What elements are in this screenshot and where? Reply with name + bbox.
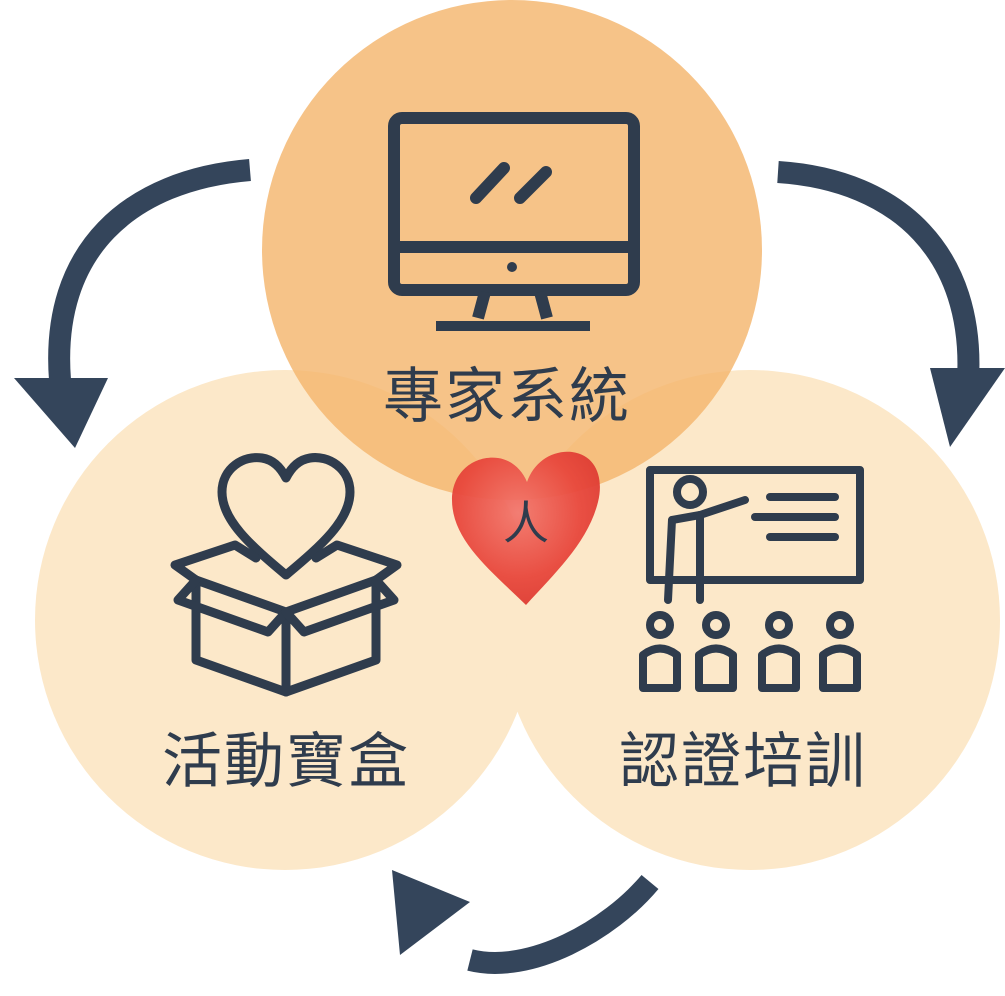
presentation-training-icon <box>639 466 864 692</box>
curved-arrow-top-right <box>777 161 1005 447</box>
curved-arrow-top-left <box>14 159 251 448</box>
monitor-icon <box>388 112 640 331</box>
curved-arrow-bottom <box>392 870 659 974</box>
node-label-expert-system: 專家系統 <box>383 362 631 432</box>
center-label-person: 人 <box>503 496 549 550</box>
heart-box-icon <box>170 453 402 697</box>
right-circle <box>500 370 1000 870</box>
node-label-certification-training: 認證培訓 <box>619 727 867 797</box>
node-label-activity-box: 活動寶盒 <box>162 727 410 797</box>
watercolor-heart-icon <box>452 451 600 605</box>
